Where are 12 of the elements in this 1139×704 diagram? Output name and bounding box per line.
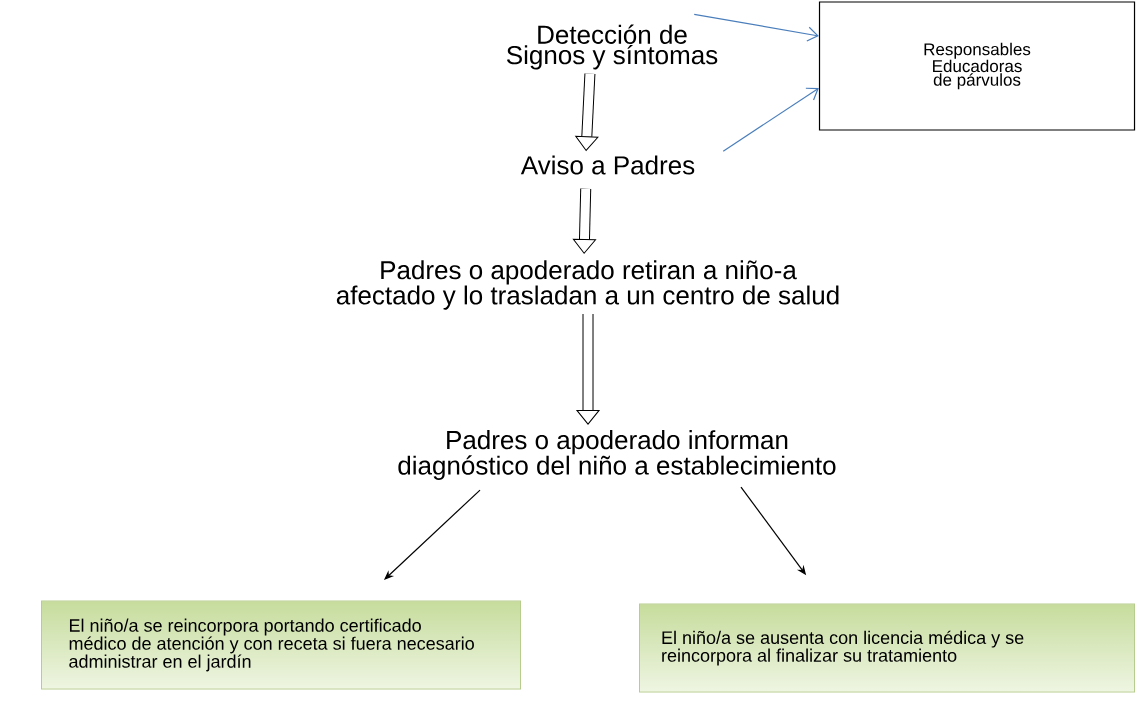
outcome-box: El niño/a se ausenta con licencia médica y se reincorpora al finalizar su tratamiento	[639, 603, 1135, 693]
arrow	[722, 87, 819, 152]
step-text: Padres o apoderado retiran a niño-a afectado y lo trasladan a un centro de salud	[336, 260, 839, 310]
step-text: Padres o apoderado informan diagnóstico del niño a establecimiento	[398, 430, 836, 480]
step-text: Detección de Signos y síntomas	[506, 24, 718, 70]
outcome-box: El niño/a se reincorpora portando certificado médico de atención y con receta si fuera necesario administrar en el jardín	[41, 600, 521, 690]
hollow-arrow	[576, 313, 600, 425]
hollow-arrow	[575, 73, 599, 151]
responsibility-box: Responsables Educadoras de párvulos	[818, 1, 1136, 131]
hollow-arrow	[572, 188, 596, 254]
step-text: Aviso a Padres	[520, 155, 695, 175]
arrow	[693, 13, 819, 42]
